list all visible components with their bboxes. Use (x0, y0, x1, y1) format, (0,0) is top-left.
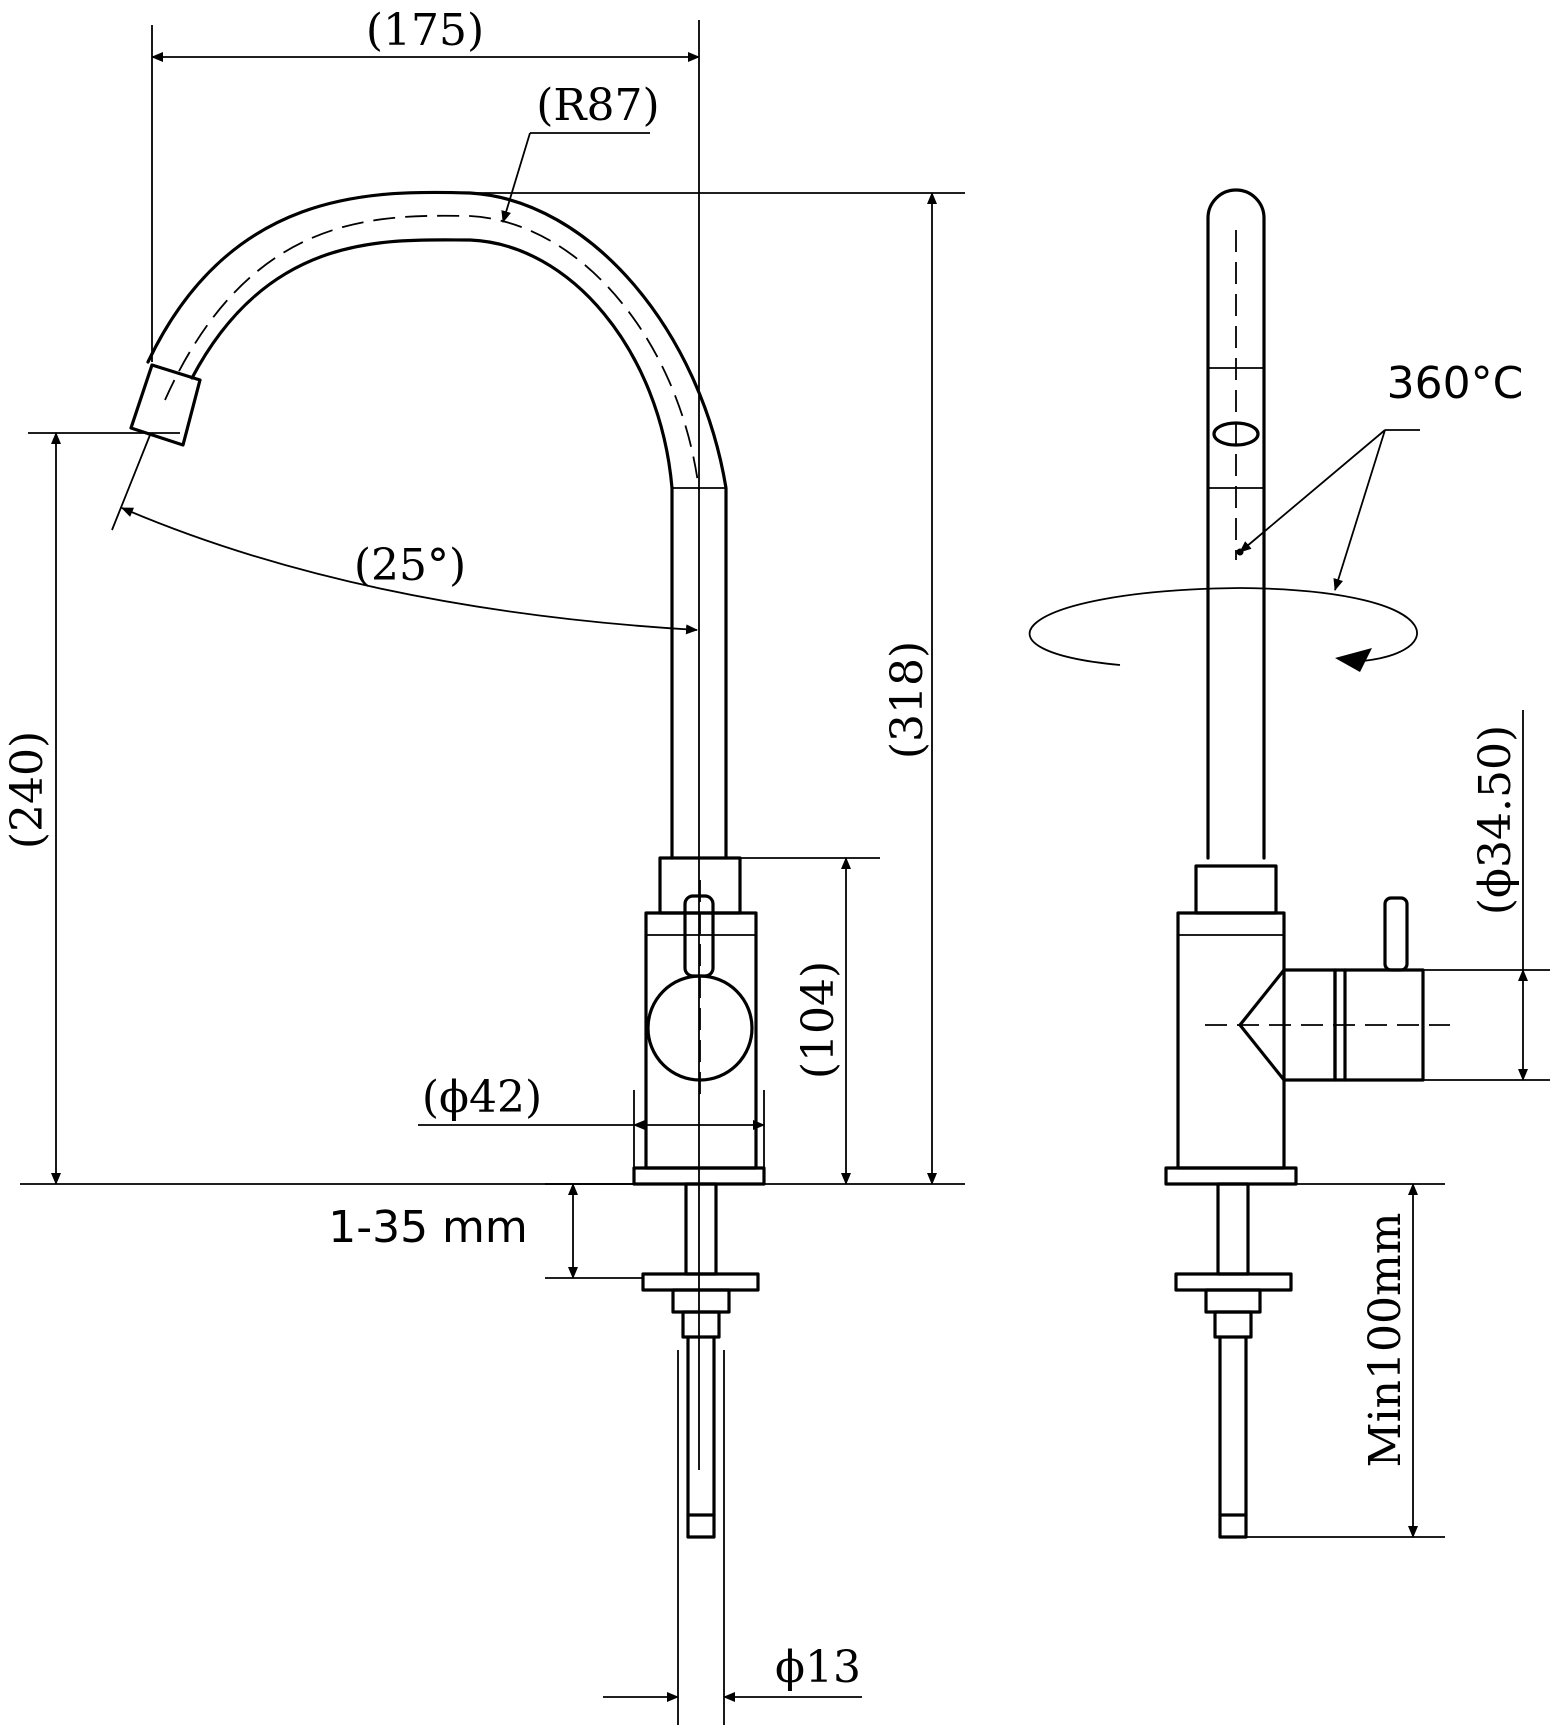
mounting-plate (641, 1272, 760, 1292)
nut (671, 1288, 731, 1314)
note-thickness-range: 1-35 mm (328, 1202, 528, 1253)
dim-body-height-label: (104) (793, 961, 844, 1079)
side-view: 360°C (ϕ34.50) Min100mm (1028, 188, 1550, 1539)
note-rotation: 360°C (1387, 358, 1524, 409)
spout-centerline (164, 214, 700, 491)
dim-angle-label: (25°) (354, 540, 466, 591)
side-handle-lever (1383, 896, 1409, 972)
spout-inner (190, 238, 674, 860)
shank (684, 1182, 718, 1276)
dim-radius-label: (R87) (536, 80, 659, 131)
side-neck-ring (1194, 864, 1278, 915)
front-view: (175) (R87) (318) (240) (25°) (104) (ϕ42… (2, 5, 965, 1725)
dim-width-label: (175) (366, 5, 484, 56)
side-spout (1206, 188, 1266, 860)
dim-hose-diameter-label: ϕ13 (775, 1642, 861, 1693)
side-valve-body (1176, 911, 1286, 1170)
side-hose-end (1218, 1513, 1248, 1539)
side-base-plate (1164, 1166, 1298, 1186)
dim-handle-diameter-label: (ϕ34.50) (1470, 725, 1521, 915)
aerator (129, 363, 202, 447)
valve-body (644, 911, 758, 1170)
hose-end (686, 1513, 716, 1539)
side-aerator (1212, 421, 1260, 447)
dim-height-total-label: (318) (882, 641, 933, 759)
side-mounting-plate (1174, 1272, 1293, 1292)
dim-body-diameter-label: (ϕ42) (422, 1072, 542, 1123)
dim-min-length-label: Min100mm (1360, 1213, 1411, 1468)
side-handle-cone (1238, 968, 1337, 1082)
rotation-arrow (1028, 587, 1418, 666)
dim-height-outlet-label: (240) (2, 731, 53, 849)
